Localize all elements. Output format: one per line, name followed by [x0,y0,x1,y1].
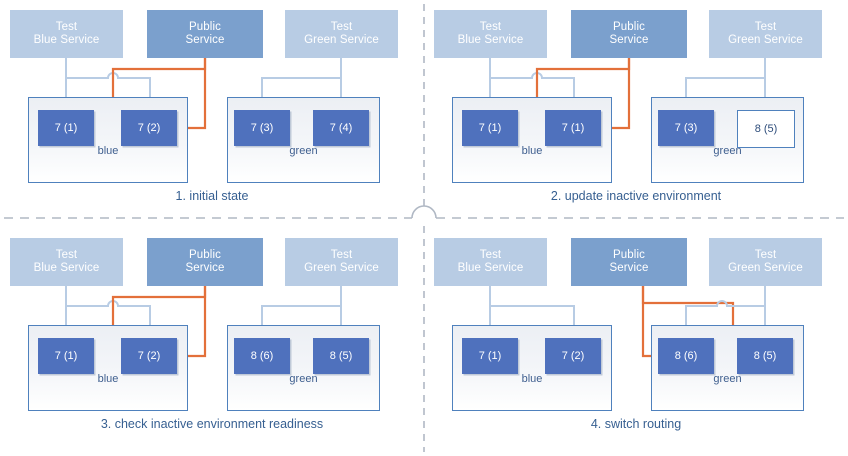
instance-box[interactable]: 7 (2) [121,338,177,374]
label-line-2: Blue Service [457,34,524,46]
service-public[interactable]: Public Service [571,238,687,286]
instance-box[interactable]: 7 (1) [38,338,94,374]
label-line-1: Test [330,248,353,261]
panel-caption: 2. update inactive environment [550,189,722,203]
service-test-blue[interactable]: Test Blue Service [434,238,547,286]
panel-caption: 3. check inactive environment readiness [100,417,324,431]
service-test-blue-label: Test Blue Service [34,21,100,48]
instance-box[interactable]: 7 (3) [658,110,714,146]
label-line-1: Public [189,20,221,33]
instance-box[interactable]: 7 (1) [462,110,518,146]
label-line-1: Public [613,20,645,33]
service-test-blue-label: Test Blue Service [458,21,524,48]
service-test-green[interactable]: Test Green Service [709,238,822,286]
service-test-green-label: Test Green Service [728,21,803,48]
service-test-green-label: Test Green Service [304,249,379,276]
instance-box[interactable]: 8 (5) [313,338,369,374]
service-test-blue[interactable]: Test Blue Service [434,10,547,58]
instance-box[interactable]: 8 (6) [234,338,290,374]
service-public-label: Public Service [185,21,224,48]
environment-green-label: green [289,145,318,157]
label-line-2: Service [185,34,225,46]
service-test-green-label: Test Green Service [304,21,379,48]
environment-green-label: green [713,373,742,385]
instance-box[interactable]: 7 (1) [38,110,94,146]
service-public[interactable]: Public Service [147,238,263,286]
label-line-2: Green Service [728,262,803,274]
label-line-2: Green Service [304,262,379,274]
test-green-to-instance-1 [681,286,766,359]
label-line-2: Service [609,262,649,274]
label-line-1: Test [754,248,777,261]
instance-box[interactable]: 8 (6) [658,338,714,374]
service-test-green[interactable]: Test Green Service [709,10,822,58]
instance-box[interactable]: 7 (2) [121,110,177,146]
panel-caption: 1. initial state [175,189,249,203]
label-line-1: Test [479,20,502,33]
label-line-2: Service [185,262,225,274]
label-line-2: Green Service [728,34,803,46]
instance-box[interactable]: 7 (2) [545,338,601,374]
label-line-1: Test [55,20,78,33]
label-line-1: Test [55,248,78,261]
service-test-green[interactable]: Test Green Service [285,238,398,286]
label-line-2: Blue Service [457,262,524,274]
instance-box[interactable]: 8 (5) [737,338,793,374]
panel-1-connectors [61,58,346,133]
environment-blue-label: blue [97,145,119,157]
environment-green-label: green [713,145,742,157]
service-public[interactable]: Public Service [571,10,687,58]
instance-box[interactable]: 7 (3) [234,110,290,146]
label-line-2: Blue Service [33,262,100,274]
instance-box[interactable]: 7 (1) [462,338,518,374]
environment-blue-label: blue [521,373,543,385]
instance-box[interactable]: 7 (4) [313,110,369,146]
label-line-2: Blue Service [33,34,100,46]
instance-box-pending[interactable]: 8 (5) [737,110,795,148]
label-line-1: Public [613,248,645,261]
service-public-label: Public Service [609,249,648,276]
label-line-1: Test [479,248,502,261]
label-line-1: Test [754,20,777,33]
environment-green-label: green [289,373,318,385]
service-public-label: Public Service [609,21,648,48]
service-test-blue-label: Test Blue Service [34,249,100,276]
label-line-2: Service [609,34,649,46]
panel-caption: 4. switch routing [590,417,682,431]
service-test-green[interactable]: Test Green Service [285,10,398,58]
service-public-label: Public Service [185,249,224,276]
instance-box[interactable]: 7 (1) [545,110,601,146]
environment-blue-label: blue [97,373,119,385]
service-test-green-label: Test Green Service [728,249,803,276]
label-line-1: Public [189,248,221,261]
service-test-blue[interactable]: Test Blue Service [10,238,123,286]
divider-hop-arc [411,205,437,219]
service-test-blue-label: Test Blue Service [458,249,524,276]
environment-blue-label: blue [521,145,543,157]
label-line-2: Green Service [304,34,379,46]
service-public[interactable]: Public Service [147,10,263,58]
service-test-blue[interactable]: Test Blue Service [10,10,123,58]
panel-dividers [4,4,844,452]
label-line-1: Test [330,20,353,33]
